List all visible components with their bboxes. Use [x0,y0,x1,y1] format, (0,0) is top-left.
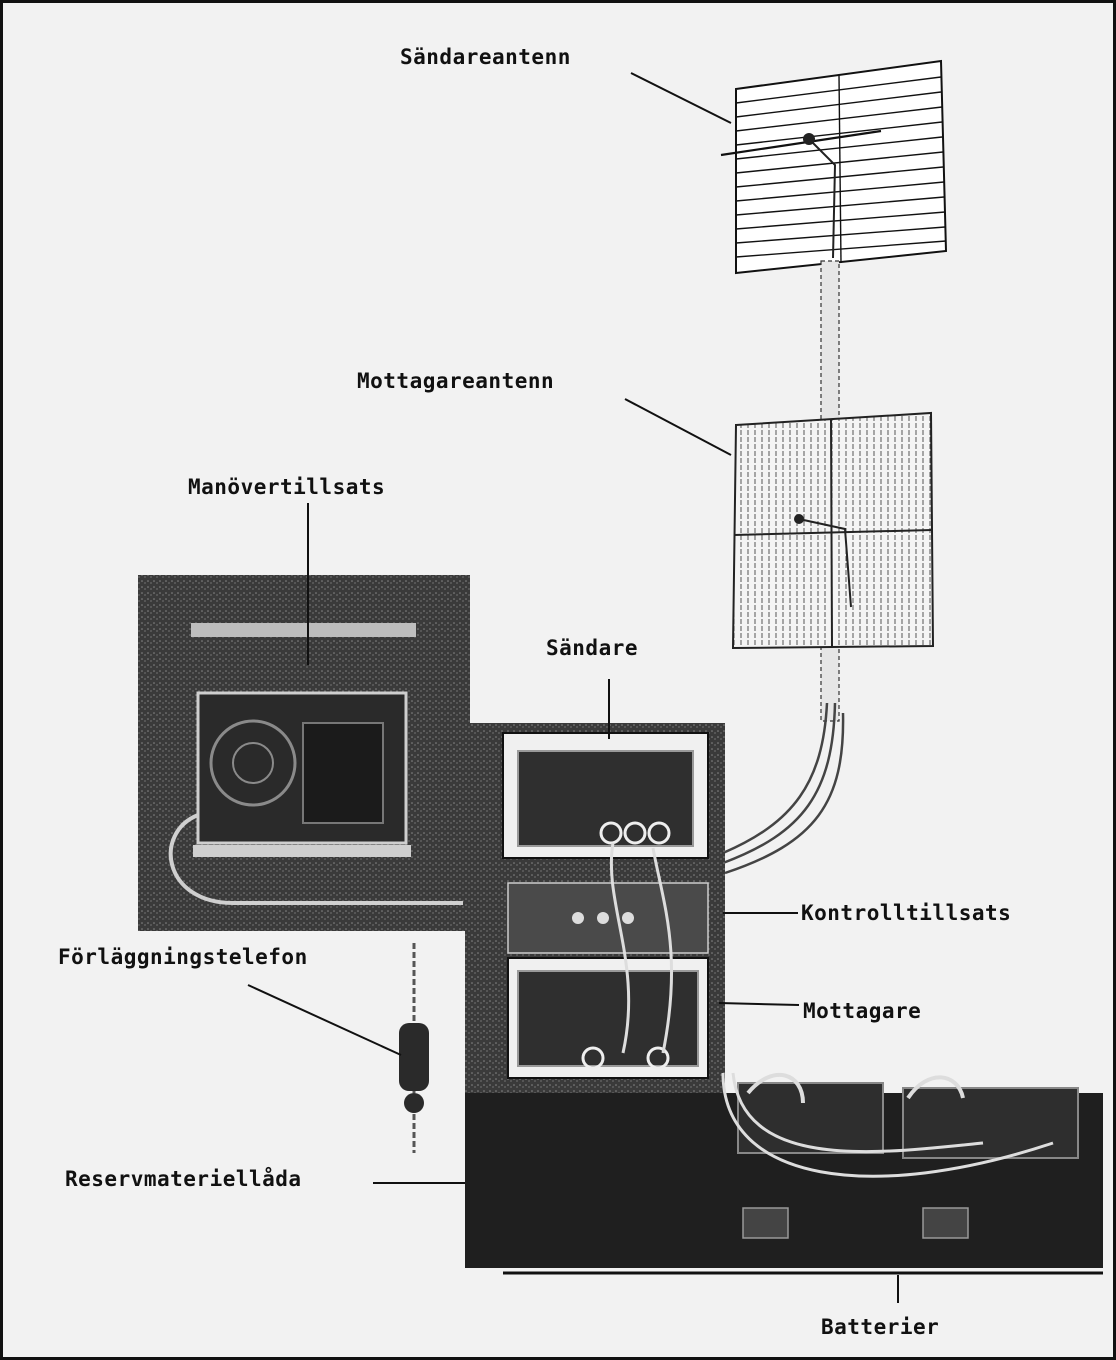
label-reservmateriellada: Reservmateriellåda [65,1167,302,1191]
label-sandareantenn: Sändareantenn [400,45,571,69]
transmitter-antenna [720,59,948,275]
field-telephone [399,943,429,1153]
radio-stack [465,723,725,1093]
leader-lines [247,72,899,1303]
control-unit [138,575,470,931]
label-batterier: Batterier [821,1315,940,1339]
label-forlaggningstelefon: Förläggningstelefon [58,945,308,969]
antenna-cables [722,702,845,875]
receiver-antenna [731,411,935,650]
equipment-illustration [138,59,1103,1303]
label-manovertillsats: Manövertillsats [188,475,386,499]
label-mottagare: Mottagare [803,999,922,1023]
label-mottagareantenn: Mottagareantenn [357,369,555,393]
label-sandare: Sändare [546,636,639,660]
spare-box-and-batteries [465,1072,1103,1275]
label-kontrolltillsats: Kontrolltillsats [801,901,1012,925]
